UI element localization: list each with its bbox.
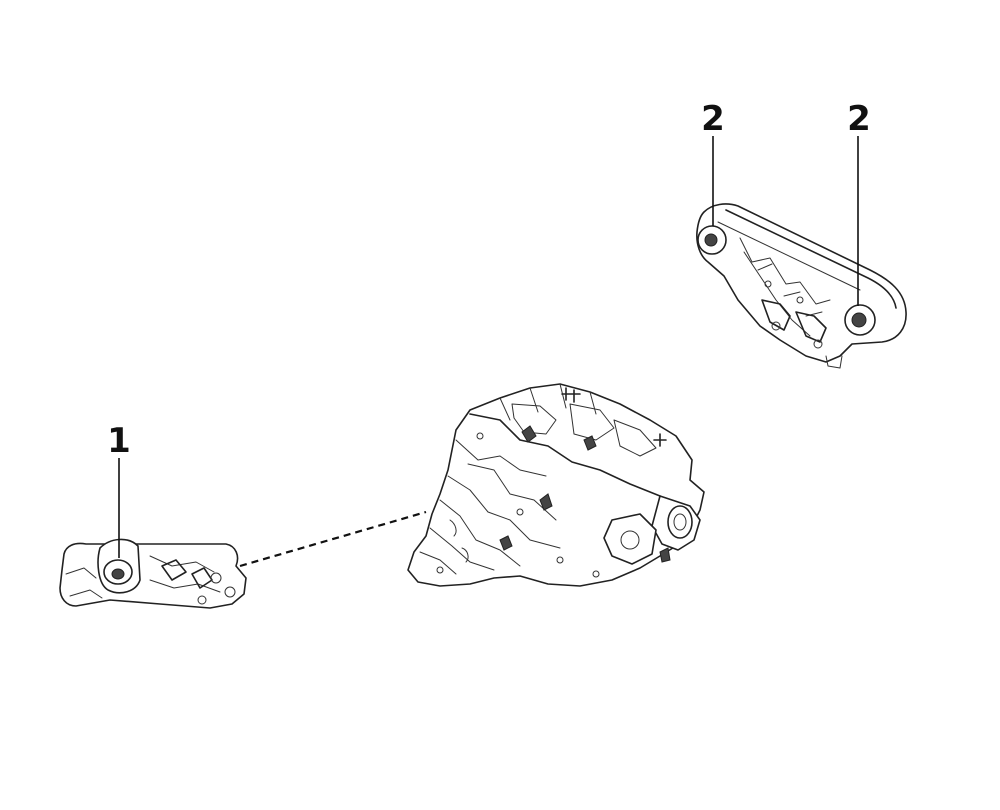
rear-mount-bracket — [696, 203, 907, 369]
transfer-case-assembly — [407, 383, 705, 587]
front-mount-bracket — [59, 538, 247, 609]
installation-dashed-line — [239, 510, 427, 568]
callout-rear-mount-left: 2 — [701, 99, 725, 139]
callout-front-mount: 1 — [107, 421, 131, 461]
callout-rear-mount-right: 2 — [847, 99, 871, 139]
